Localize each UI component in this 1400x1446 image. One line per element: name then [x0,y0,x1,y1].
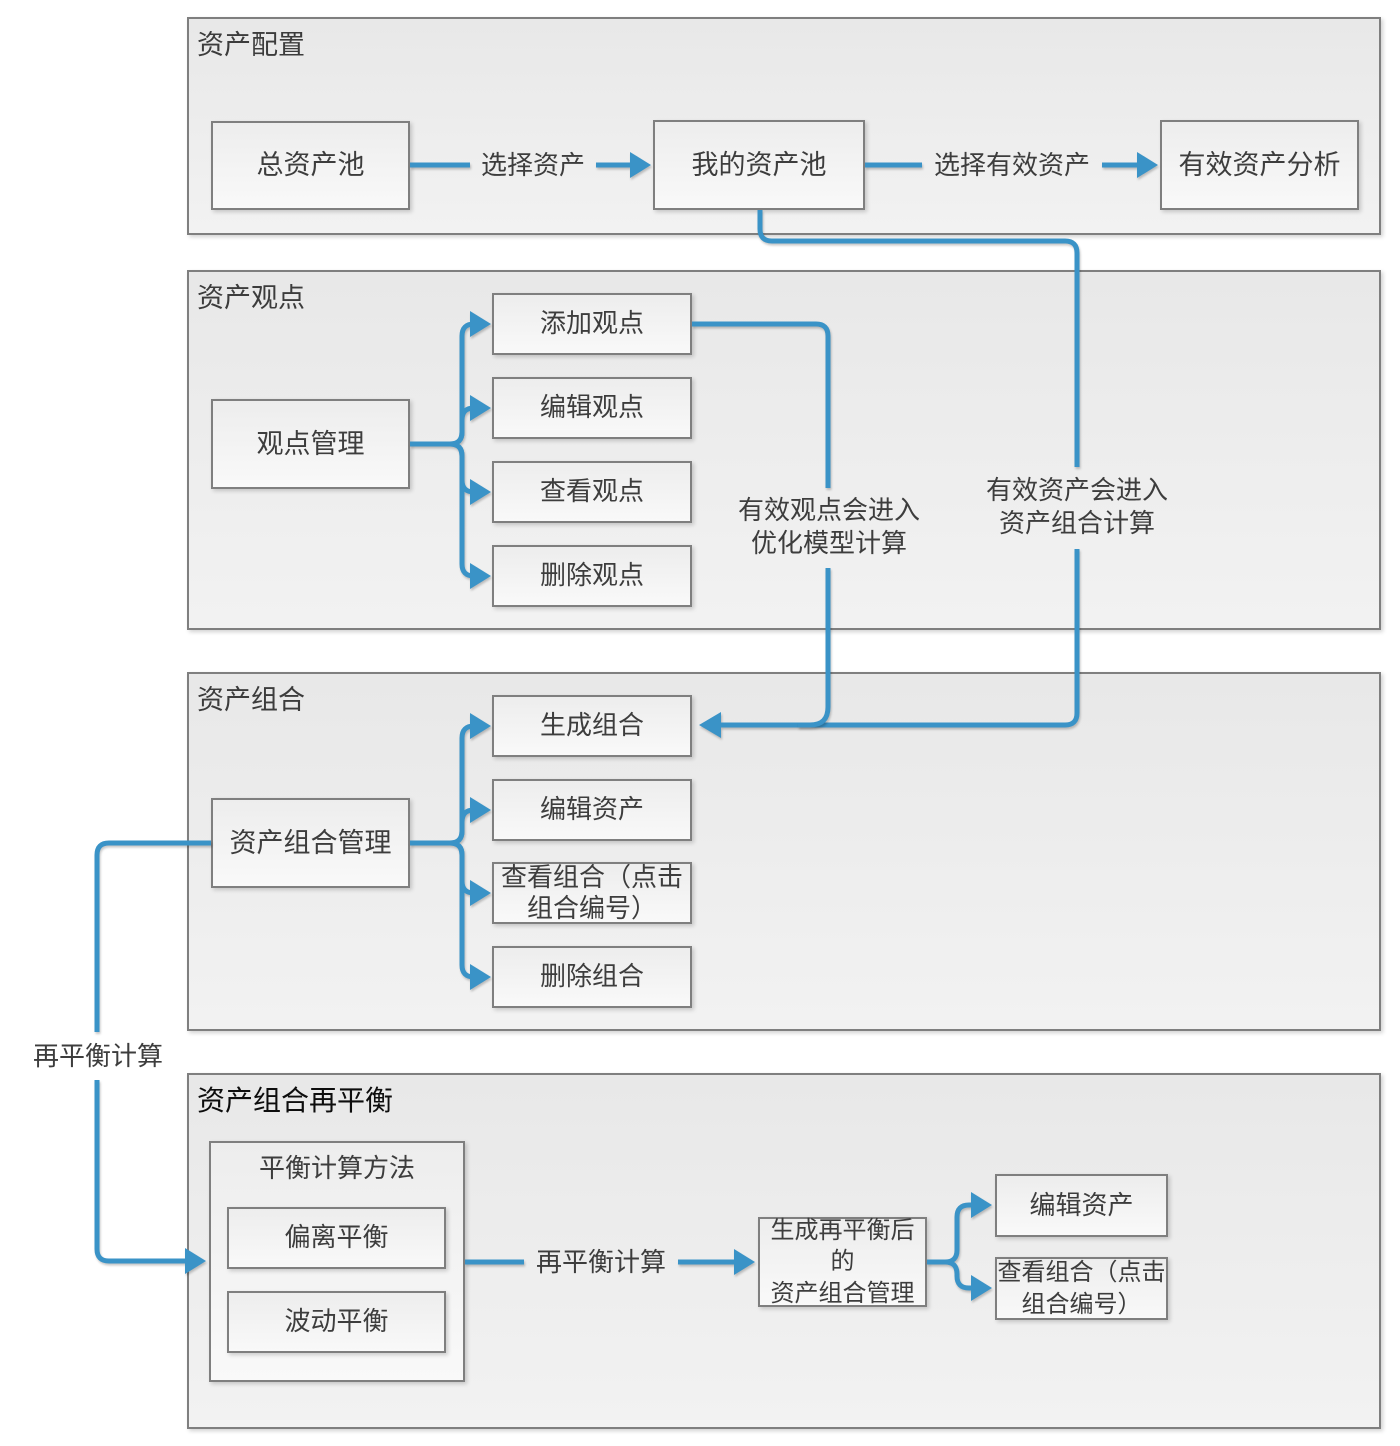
node-view-delete: 删除观点 [492,545,692,607]
node-label: 查看观点 [539,476,644,507]
node-rebalance-view: 查看组合（点击 组合编号） [995,1257,1168,1320]
node-view-edit: 编辑观点 [492,377,692,439]
section-title: 资产组合 [197,685,305,715]
node-method-deviation: 偏离平衡 [227,1207,446,1269]
node-label: 查看组合（点击 组合编号） [997,1259,1166,1318]
node-total-asset-pool: 总资产池 [211,121,410,210]
node-portfolio-manage: 资产组合管理 [211,798,410,888]
connector-views-to-model [692,321,831,728]
connector-rebalanced-branches [927,1192,992,1301]
node-label: 偏离平衡 [284,1222,389,1253]
section-title: 资产观点 [197,283,305,313]
node-label: 生成组合 [539,710,644,741]
arrowhead [630,152,651,178]
node-portfolio-generate: 生成组合 [492,695,692,757]
node-my-asset-pool: 我的资产池 [653,120,865,210]
arrowhead [470,395,491,421]
connector-assets-to-portfolio [699,210,1080,738]
arrowhead [470,713,491,739]
node-label: 删除观点 [539,560,644,591]
node-label: 我的资产池 [691,149,827,180]
node-view-add: 添加观点 [492,293,692,355]
node-label: 编辑资产 [539,794,644,825]
connector-select-effective-asset [865,152,1158,178]
node-rebalanced-manage: 生成再平衡后的 资产组合管理 [758,1217,927,1307]
node-rebalance-edit-asset: 编辑资产 [995,1174,1168,1237]
edge-label-select-asset: 选择资产 [480,149,585,180]
node-label: 查看组合（点击 组合编号） [500,861,683,923]
node-label: 编辑资产 [1029,1189,1134,1220]
node-label: 资产组合管理 [229,827,392,858]
connector-rebalance-calc [465,1249,755,1275]
node-view-check: 查看观点 [492,461,692,523]
node-portfolio-edit-asset: 编辑资产 [492,779,692,841]
node-label: 波动平衡 [284,1306,389,1337]
node-label: 生成再平衡后的 资产组合管理 [770,1217,915,1307]
connector-select-asset [410,152,651,178]
edge-label-rebalance-calc-left: 再平衡计算 [32,1040,163,1071]
node-portfolio-view: 查看组合（点击 组合编号） [492,862,692,924]
arrowhead [470,479,491,505]
arrowhead [971,1192,992,1218]
connector-portfolio-manage-branches [410,713,491,990]
node-label: 总资产池 [256,150,365,181]
node-effective-asset-analysis: 有效资产分析 [1160,120,1359,210]
node-label: 删除组合 [539,961,644,992]
arrowhead [699,712,721,738]
edge-label-rebalance-calc-mid: 再平衡计算 [535,1246,666,1277]
node-label: 有效资产分析 [1178,149,1341,180]
node-label: 编辑观点 [539,392,644,423]
node-view-manage: 观点管理 [211,399,410,489]
node-label: 观点管理 [256,428,365,459]
arrowhead [470,964,491,990]
node-portfolio-delete: 删除组合 [492,946,692,1008]
node-method-volatility: 波动平衡 [227,1291,446,1353]
connector-rebalance-loop [94,840,211,1274]
arrowhead [470,563,491,589]
edge-label-assets-to-portfolio: 有效资产会进入 资产组合计算 [985,474,1168,538]
edge-label-views-to-model: 有效观点会进入 优化模型计算 [737,494,920,558]
arrowhead [470,797,491,823]
arrowhead [734,1249,755,1275]
section-title: 资产配置 [197,30,305,60]
arrowhead [470,880,491,906]
section-title: 资产组合再平衡 [197,1086,394,1117]
edge-label-select-effective-asset: 选择有效资产 [933,149,1090,180]
arrowhead [971,1275,992,1301]
connector-view-manage-branches [410,311,491,589]
node-label: 平衡计算方法 [258,1153,415,1183]
node-label: 添加观点 [539,308,644,339]
arrowhead [185,1248,206,1274]
arrowhead [470,311,491,337]
arrowhead [1137,152,1158,178]
